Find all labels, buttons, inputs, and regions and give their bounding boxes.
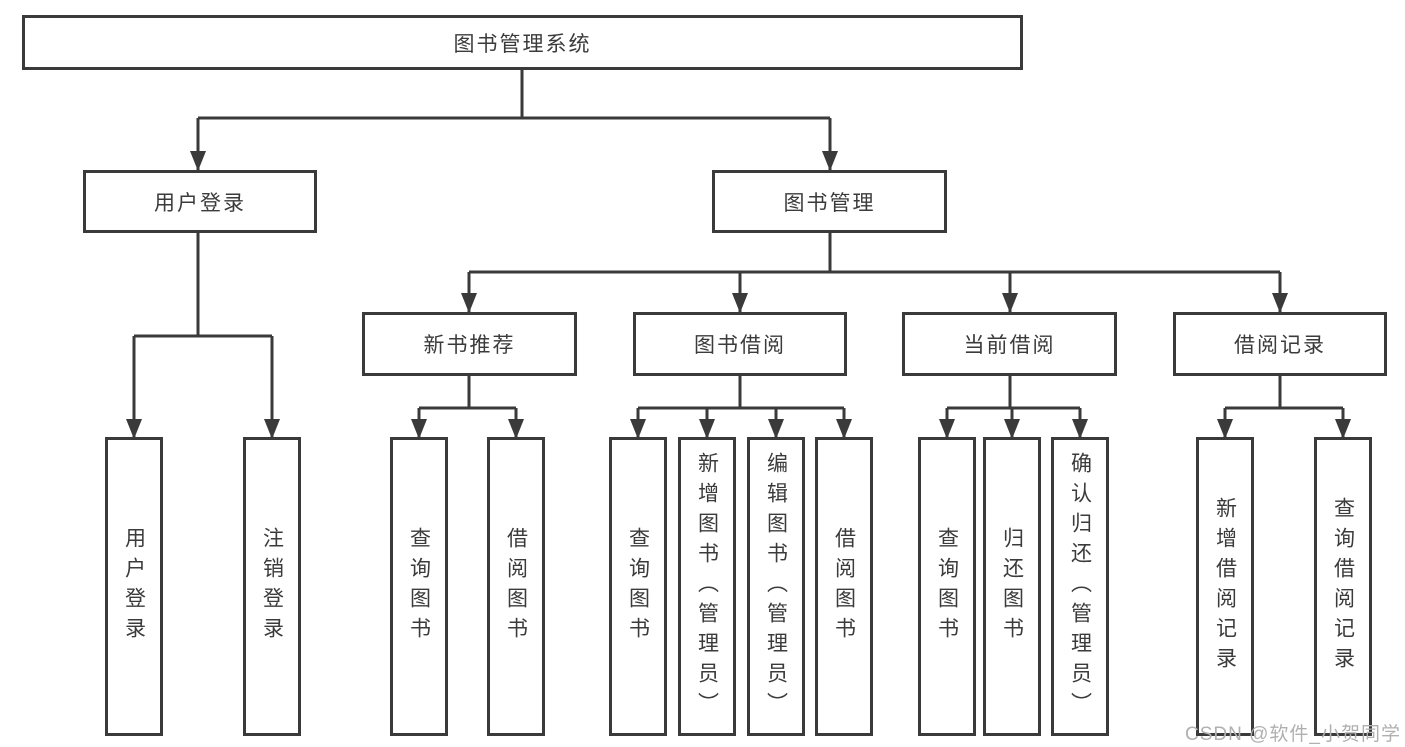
leaf-query-book-newbooks-label: 查询图书: [407, 526, 431, 647]
leaf-borrow-book-newbooks-label: 借阅图书: [504, 526, 528, 647]
leaf-add-borrow-record: 新增借阅记录: [1196, 437, 1254, 736]
leaf-query-book-current: 查询图书: [918, 437, 976, 736]
node-book-management: 图书管理: [712, 170, 947, 233]
node-borrow-records: 借阅记录: [1173, 312, 1387, 376]
node-user-login: 用户登录: [83, 170, 317, 233]
leaf-query-borrow-record-label: 查询借阅记录: [1331, 496, 1355, 677]
csdn-watermark: CSDN @软件_小贺同学: [1185, 724, 1401, 745]
node-user-login-label: 用户登录: [154, 191, 246, 215]
leaf-return-book: 归还图书: [983, 437, 1041, 736]
leaf-return-book-label: 归还图书: [1000, 526, 1024, 647]
node-new-book-recommend: 新书推荐: [362, 312, 577, 376]
leaf-logout-label: 注销登录: [260, 526, 284, 647]
leaf-borrow-book-borrow: 借阅图书: [815, 437, 873, 736]
leaf-add-book-admin-label: 新增图书（管理员）: [695, 451, 719, 722]
leaf-borrow-book-borrow-label: 借阅图书: [832, 526, 856, 647]
leaf-add-borrow-record-label: 新增借阅记录: [1213, 496, 1237, 677]
leaf-add-book-admin: 新增图书（管理员）: [678, 437, 736, 736]
leaf-query-book-current-label: 查询图书: [935, 526, 959, 647]
leaf-confirm-return-admin-label: 确认归还（管理员）: [1068, 451, 1092, 722]
leaf-query-book-borrow-label: 查询图书: [626, 526, 650, 647]
node-borrow-records-label: 借阅记录: [1234, 334, 1326, 357]
leaf-user-login-label: 用户登录: [122, 526, 146, 647]
leaf-query-book-borrow: 查询图书: [609, 437, 667, 736]
leaf-user-login: 用户登录: [105, 437, 163, 736]
leaf-query-borrow-record: 查询借阅记录: [1314, 437, 1372, 736]
node-current-borrow-label: 当前借阅: [963, 334, 1056, 357]
node-book-management-label: 图书管理: [783, 191, 876, 215]
node-new-book-recommend-label: 新书推荐: [423, 334, 516, 357]
node-system-root-label: 图书管理系统: [453, 32, 592, 56]
leaf-edit-book-admin: 编辑图书（管理员）: [747, 437, 805, 736]
node-book-borrow: 图书借阅: [633, 312, 847, 376]
leaf-query-book-newbooks: 查询图书: [390, 437, 448, 736]
leaf-logout: 注销登录: [243, 437, 301, 736]
leaf-edit-book-admin-label: 编辑图书（管理员）: [764, 451, 788, 722]
leaf-confirm-return-admin: 确认归还（管理员）: [1051, 437, 1109, 736]
connector-backbone: [134, 70, 1343, 410]
node-book-borrow-label: 图书借阅: [694, 334, 786, 357]
node-current-borrow: 当前借阅: [902, 312, 1117, 376]
node-system-root: 图书管理系统: [22, 15, 1023, 70]
leaf-borrow-book-newbooks: 借阅图书: [487, 437, 545, 736]
